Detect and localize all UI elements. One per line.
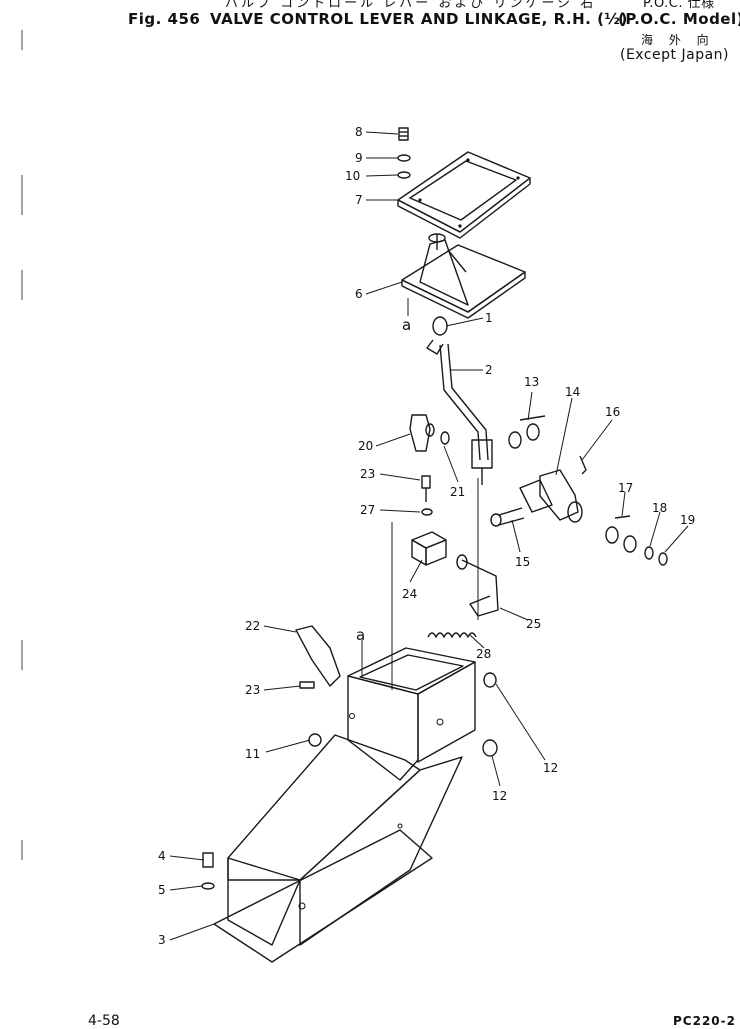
callout-10: 10 [345, 169, 360, 183]
callout-19: 19 [680, 513, 695, 527]
callout-22: 22 [245, 619, 260, 633]
callout-16: 16 [605, 405, 620, 419]
ref-mark-a-top: a [402, 316, 411, 334]
callout-11: 11 [245, 747, 260, 761]
callout-15: 15 [515, 555, 530, 569]
callout-1: 1 [485, 311, 493, 325]
callout-3: 3 [158, 933, 166, 947]
bolt-4 [202, 852, 214, 868]
joint-20 [409, 414, 435, 452]
japanese-region-note: 海 外 向 [641, 33, 715, 47]
lever-boot [401, 233, 526, 319]
model-code: PC220-2 [673, 1014, 736, 1028]
callout-4: 4 [158, 849, 166, 863]
callout-8: 8 [355, 125, 363, 139]
bolt-8 [398, 127, 409, 141]
callout-13: 13 [524, 375, 539, 389]
page-title: VALVE CONTROL LEVER AND LINKAGE, R.H. (½… [210, 10, 628, 28]
callout-27: 27 [360, 503, 375, 517]
lever-arm-25 [456, 554, 499, 617]
callout-24: 24 [402, 587, 417, 601]
ref-mark-a-bottom: a [356, 626, 365, 644]
callout-labels: 8 9 10 7 6 1 2 13 14 16 20 21 23 17 18 1… [158, 125, 695, 947]
lever [439, 343, 493, 485]
nut-21 [440, 431, 450, 445]
leader-lines [169, 131, 689, 941]
callout-18: 18 [652, 501, 667, 515]
callout-26: 23 [360, 467, 375, 481]
washer-27 [421, 508, 433, 516]
pin-23 [299, 681, 315, 689]
callout-23: 23 [245, 683, 260, 697]
callout-9: 9 [355, 151, 363, 165]
callout-20: 20 [358, 439, 373, 453]
model-tag: (P.O.C. Model) [618, 10, 740, 28]
washer-9 [397, 154, 411, 162]
callout-25: 25 [526, 617, 541, 631]
callout-7: 7 [355, 193, 363, 207]
bolt-26 [421, 475, 431, 502]
block-24 [411, 531, 447, 566]
region-note: (Except Japan) [620, 47, 729, 63]
knob [426, 316, 448, 355]
callout-2: 2 [485, 363, 493, 377]
console-frame [213, 734, 463, 963]
callout-6: 6 [355, 287, 363, 301]
page-number: 4-58 [88, 1013, 120, 1029]
bushing-13 [508, 415, 546, 449]
figure-number: Fig. 456 [128, 10, 201, 28]
japanese-title: バルブ コントロール レバー および リンケージ 右 [225, 0, 597, 11]
console-box [308, 647, 498, 781]
callout-5: 5 [158, 883, 166, 897]
callout-12a: 12 [543, 761, 558, 775]
spring-28 [427, 632, 477, 638]
callout-14: 14 [565, 385, 580, 399]
bracket-14 [519, 469, 583, 523]
washer-10 [397, 171, 411, 179]
japanese-model-tag: P.O.C. 仕様 [643, 0, 715, 11]
washer-18 [644, 546, 654, 560]
bolt-15 [490, 507, 525, 527]
callout-12b: 12 [492, 789, 507, 803]
ring-19 [658, 552, 668, 566]
callout-28: 28 [476, 647, 491, 661]
handle-22 [295, 625, 341, 687]
callout-17: 17 [618, 481, 633, 495]
cover-plate [397, 151, 531, 239]
washer-5 [201, 882, 215, 890]
pin-16 [579, 455, 587, 475]
callout-21: 21 [450, 485, 465, 499]
bushing-17 [605, 515, 637, 553]
